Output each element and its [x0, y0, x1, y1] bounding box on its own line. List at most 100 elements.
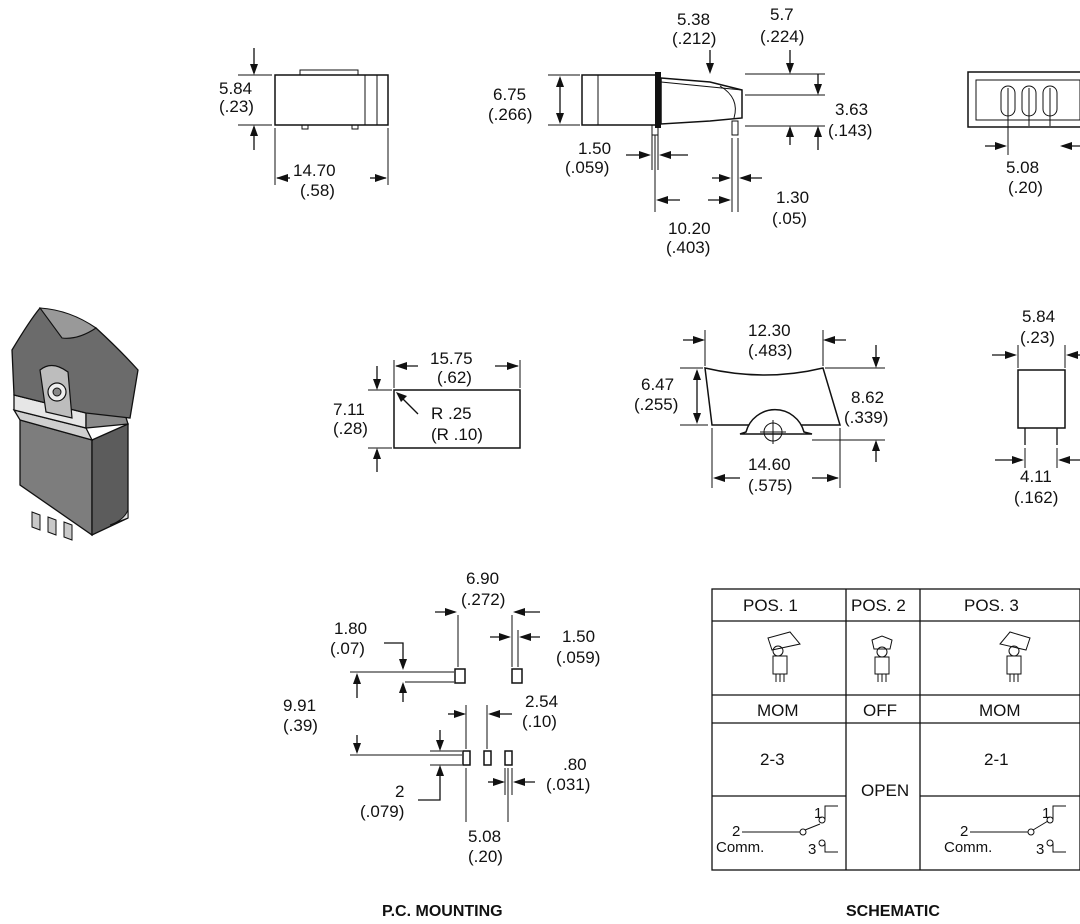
svg-text:Comm.: Comm.	[944, 839, 992, 856]
schematic-contact-pos1: 2-3	[760, 750, 785, 769]
switch-3d-illustration	[11, 307, 139, 541]
pc-254-mm: 2.54	[525, 692, 558, 711]
side-right-mm: 3.63	[835, 100, 868, 119]
rocker-icon-pos1	[767, 631, 801, 682]
actuator-view: 12.30 (.483) 6.47 (.255) 8.62 (.339) 14.…	[634, 321, 888, 495]
svg-text:Comm.: Comm.	[716, 839, 764, 856]
side-right-in: (.143)	[828, 121, 872, 140]
pc-991-mm: 9.91	[283, 696, 316, 715]
side-left-small-mm: 1.50	[578, 139, 611, 158]
pad-upper-left	[454, 668, 466, 684]
pc-150-in: (.059)	[556, 648, 600, 667]
pad-lower-2	[483, 750, 492, 766]
actuator-right-in: (.339)	[844, 408, 888, 427]
pc-080-in: (.031)	[546, 775, 590, 794]
actuator-top-mm: 12.30	[748, 321, 791, 340]
actuator-right-mm: 8.62	[851, 388, 884, 407]
schematic-mode-pos2: OFF	[863, 701, 897, 720]
pc-150-mm: 1.50	[562, 627, 595, 646]
top-view-length-mm: 14.70	[293, 161, 336, 180]
pc-508-in: (.20)	[468, 847, 503, 866]
side-view-rocker	[660, 77, 743, 125]
svg-text:3: 3	[1036, 841, 1044, 858]
actuator-left-in: (.255)	[634, 395, 678, 414]
pad-lower-3	[504, 750, 513, 766]
side-view-housing	[581, 74, 658, 126]
end-view-body	[967, 71, 1080, 128]
cutout-radius-mm: R .25	[431, 404, 472, 423]
svg-text:1: 1	[1042, 805, 1050, 822]
rocker-icon-pos3	[999, 631, 1031, 682]
svg-text:1: 1	[814, 805, 822, 822]
schematic-contact-pos3: 2-1	[984, 750, 1009, 769]
svg-text:3: 3	[808, 841, 816, 858]
pc-991-in: (.39)	[283, 716, 318, 735]
schematic-diagram-pos3: 2 Comm. 1 3	[944, 805, 1066, 858]
schematic-diagram-pos1: 2 Comm. 1 3	[716, 805, 838, 858]
pc-180-mm: 1.80	[334, 619, 367, 638]
side-pin-in: (.05)	[772, 209, 807, 228]
rocker-icon-pos2	[871, 635, 893, 682]
top-view: 5.84 (.23) 14.70 (.58)	[219, 48, 389, 200]
pad-lower-1	[462, 750, 471, 766]
actuator-top-in: (.483)	[748, 341, 792, 360]
schematic-header-pos2: POS. 2	[851, 596, 906, 615]
pc-2-mm: 2	[395, 782, 404, 801]
actuator-left-mm: 6.47	[641, 375, 674, 394]
cutout-height-mm: 7.11	[333, 400, 365, 419]
actuator-outline	[704, 367, 842, 426]
pad-upper-right	[511, 668, 523, 684]
side-top-b-mm: 5.7	[770, 5, 794, 24]
schematic-mode-pos1: MOM	[757, 701, 799, 720]
cutout-width-in: (.62)	[437, 368, 472, 387]
panel-cutout: 15.75 (.62) 7.11 (.28) R .25 (R .10)	[333, 349, 521, 472]
pc-508-mm: 5.08	[468, 827, 501, 846]
end-mid-pins-mm: 4.11	[1020, 467, 1052, 486]
pc-mounting-caption: P.C. MOUNTING	[382, 903, 503, 920]
pc-080-mm: .80	[563, 755, 587, 774]
schematic-header-pos3: POS. 3	[964, 596, 1019, 615]
end-pitch-in: (.20)	[1008, 178, 1043, 197]
cutout-width-mm: 15.75	[430, 349, 473, 368]
pc-180-in: (.07)	[330, 639, 365, 658]
actuator-bottom-mm: 14.60	[748, 455, 791, 474]
end-view-top: 5.08 (.20)	[967, 71, 1080, 197]
schematic-header-pos1: POS. 1	[743, 596, 798, 615]
side-height-mm: 6.75	[493, 85, 526, 104]
end-mid-width-in: (.23)	[1020, 328, 1055, 347]
side-height-in: (.266)	[488, 105, 532, 124]
end-view-mid-body	[1017, 369, 1066, 429]
pc-254-in: (.10)	[522, 712, 557, 731]
svg-text:2: 2	[732, 823, 740, 840]
end-mid-width-mm: 5.84	[1022, 307, 1055, 326]
schematic-caption: SCHEMATIC	[846, 903, 940, 920]
schematic-table: POS. 1 POS. 2 POS. 3 MOM O	[711, 588, 1080, 920]
end-view-mid: 5.84 (.23) 4.11 (.162)	[992, 307, 1080, 507]
top-view-body	[274, 74, 389, 126]
side-bottom-mm: 10.20	[668, 219, 711, 238]
pc-690-in: (.272)	[461, 590, 505, 609]
side-top-a-in: (.212)	[672, 29, 716, 48]
side-view: 5.38 (.212) 5.7 (.224) 6.75 (.266) 3.63 …	[488, 5, 872, 257]
side-left-small-in: (.059)	[565, 158, 609, 177]
end-pitch-mm: 5.08	[1006, 158, 1039, 177]
top-view-height-in: (.23)	[219, 97, 254, 116]
cutout-rect	[393, 389, 521, 449]
schematic-contact-pos2: OPEN	[861, 781, 909, 800]
side-top-b-in: (.224)	[760, 27, 804, 46]
top-view-length-in: (.58)	[300, 181, 335, 200]
side-top-a-mm: 5.38	[677, 10, 710, 29]
top-view-height-mm: 5.84	[219, 79, 252, 98]
schematic-mode-pos3: MOM	[979, 701, 1021, 720]
pc-2-in: (.079)	[360, 802, 404, 821]
cutout-radius-in: (R .10)	[431, 425, 483, 444]
svg-text:2: 2	[960, 823, 968, 840]
actuator-bottom-in: (.575)	[748, 476, 792, 495]
pc-mounting-layout: 6.90 (.272) 1.50 (.059) 1.80 (.07) 9.91 …	[283, 569, 600, 920]
side-bottom-in: (.403)	[666, 238, 710, 257]
pc-690-mm: 6.90	[466, 569, 499, 588]
side-pin-mm: 1.30	[776, 188, 809, 207]
cutout-height-in: (.28)	[333, 419, 368, 438]
end-mid-pins-in: (.162)	[1014, 488, 1058, 507]
